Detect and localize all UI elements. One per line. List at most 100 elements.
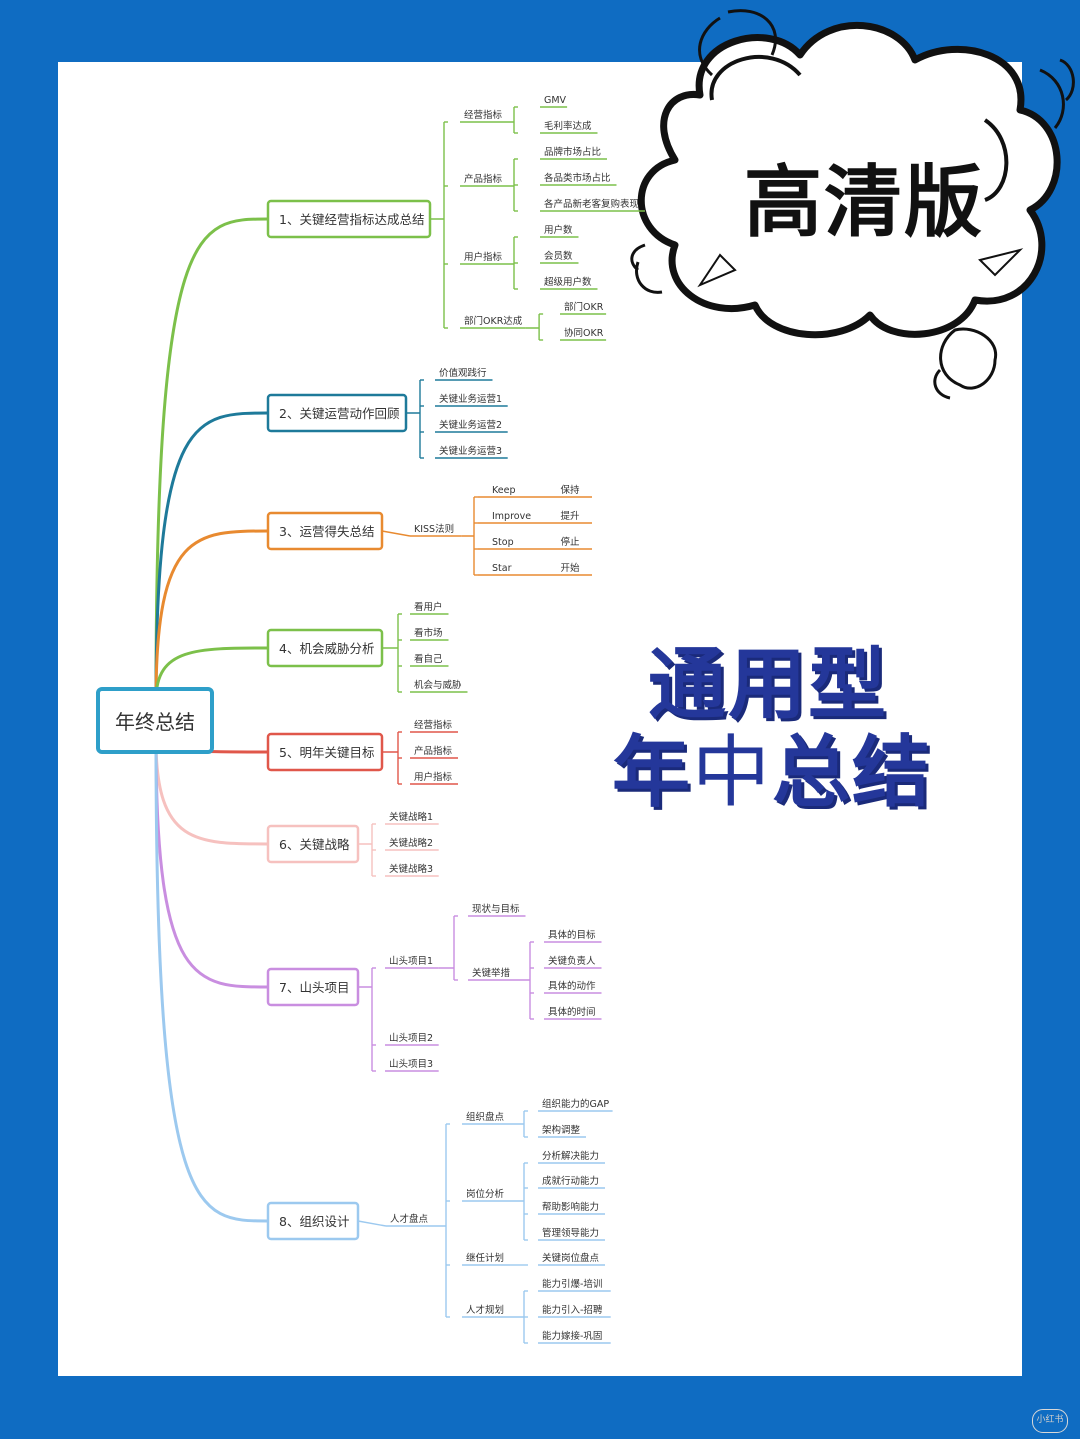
leaf-topic: 能力嫁接-巩固 <box>542 1330 602 1342</box>
branch3-bracket <box>461 497 475 575</box>
leaf-topic: 成就行动能力 <box>542 1175 599 1187</box>
connector <box>357 1220 387 1227</box>
branch8-bracket <box>434 1124 447 1317</box>
branch-label: 2、关键运营动作回顾 <box>279 406 399 421</box>
sub-topic: 关键举措 <box>472 967 511 979</box>
leaf-topic: 产品指标 <box>414 745 453 757</box>
leaf-topic: 具体的目标 <box>548 929 596 941</box>
branch-label: 3、运营得失总结 <box>279 524 374 539</box>
sub-bracket <box>508 107 515 133</box>
leaf-topic: 组织能力的GAP <box>542 1098 609 1110</box>
kiss-meaning: 提升 <box>560 510 580 522</box>
sub-bracket <box>510 1111 525 1137</box>
branch-box <box>266 824 360 864</box>
leaf-topic: 看自己 <box>414 653 443 665</box>
leaf-topic: 用户指标 <box>414 771 453 783</box>
root-node-box <box>96 687 214 754</box>
root-node-label: 年终总结 <box>115 710 195 734</box>
leaf-topic: 关键业务运营3 <box>439 445 502 457</box>
leaf-topic: 管理领导能力 <box>542 1227 599 1239</box>
title-part-b: 中 <box>692 728 773 818</box>
leaf-topic: 关键业务运营1 <box>439 393 502 405</box>
title-part-c: 总结 <box>772 728 933 818</box>
leaf-topic: 价值观践行 <box>439 367 487 379</box>
branch-label: 8、组织设计 <box>279 1214 349 1229</box>
branch-box <box>266 393 408 433</box>
branch-box <box>266 1201 360 1241</box>
leaf-topic: 各品类市场占比 <box>544 172 611 184</box>
leaf-topic: 关键战略3 <box>389 863 433 875</box>
sub-topic: 人才规划 <box>466 1304 504 1316</box>
leaf-topic: 看用户 <box>414 601 443 613</box>
sub-topic: 现状与目标 <box>472 903 520 915</box>
branch6-bracket <box>358 824 373 876</box>
branch-box <box>266 732 384 772</box>
leaf-topic: 协同OKR <box>564 327 604 339</box>
leaf-topic: 具体的时间 <box>548 1006 596 1018</box>
branch-box <box>266 628 384 668</box>
leaf-topic: 各产品新老客复购表现 <box>544 198 640 210</box>
branch1-bracket <box>430 122 445 328</box>
leaf-topic: 机会与威胁 <box>414 679 462 691</box>
leaf-topic: 超级用户数 <box>544 276 592 288</box>
leaf-topic: 关键岗位盘点 <box>542 1252 600 1264</box>
connector <box>381 530 411 537</box>
branch-label: 1、关键经营指标达成总结 <box>279 212 424 227</box>
sub-topic: 继任计划 <box>466 1252 504 1264</box>
sub-bracket <box>516 942 531 1019</box>
branch5-bracket <box>382 732 399 784</box>
leaf-topic: 关键业务运营2 <box>439 419 502 431</box>
branch-label: 4、机会威胁分析 <box>279 641 374 656</box>
sub-topic: 人才盘点 <box>390 1213 429 1225</box>
kiss-term: Improve <box>492 511 531 522</box>
sub-bracket <box>510 1163 525 1240</box>
sub-bracket <box>525 314 540 340</box>
sub-topic: 产品指标 <box>464 173 503 185</box>
leaf-topic: 帮助影响能力 <box>542 1201 599 1213</box>
leaf-topic: 经营指标 <box>414 719 453 731</box>
kiss-term: Keep <box>492 485 515 496</box>
branch-label: 7、山头项目 <box>279 980 349 995</box>
leaf-topic: 部门OKR <box>564 301 604 313</box>
kiss-term: Star <box>492 563 512 574</box>
sub-topic: 山头项目1 <box>389 955 433 967</box>
sub-bracket <box>508 159 515 211</box>
kiss-meaning: 开始 <box>560 562 580 574</box>
branch-label: 6、关键战略 <box>279 837 350 852</box>
leaf-topic: 具体的动作 <box>548 980 596 992</box>
branch-box <box>266 967 360 1007</box>
leaf-topic: 架构调整 <box>542 1124 581 1136</box>
branch-connector <box>154 739 269 989</box>
sub-topic: 岗位分析 <box>466 1188 505 1200</box>
branch-label: 5、明年关键目标 <box>279 745 374 760</box>
sub-bracket <box>510 1291 525 1343</box>
watermark-badge: 小红书 <box>1032 1409 1068 1433</box>
leaf-topic: 能力引爆-培训 <box>542 1278 602 1290</box>
branch-box <box>266 511 384 551</box>
sub-bracket <box>508 237 515 289</box>
cloud-badge-label: 高清版 <box>744 158 985 248</box>
leaf-topic: 能力引入-招聘 <box>542 1304 603 1316</box>
sub-topic: 经营指标 <box>464 109 503 121</box>
leaf-topic: 品牌市场占比 <box>544 146 601 158</box>
branch-connector <box>154 739 269 846</box>
leaf-topic: 看市场 <box>414 627 443 639</box>
branch2-bracket <box>406 380 421 458</box>
kiss-meaning: 保持 <box>560 484 580 496</box>
sub-topic: 用户指标 <box>464 251 503 263</box>
title-part-a: 年 <box>612 728 693 818</box>
sub-topic: KISS法则 <box>414 523 454 535</box>
sub-topic: 部门OKR达成 <box>464 315 523 327</box>
branch7-bracket <box>358 968 373 1071</box>
branch-connector <box>154 411 269 701</box>
kiss-meaning: 停止 <box>560 536 580 548</box>
branch-connector <box>154 646 269 701</box>
branch-connector <box>154 739 269 1223</box>
sub-topic: 山头项目3 <box>389 1058 433 1070</box>
sub-topic: 山头项目2 <box>389 1032 433 1044</box>
branch-connector <box>154 217 269 701</box>
leaf-topic: 关键战略1 <box>389 811 433 823</box>
title-line-2: 年中总结 <box>612 710 932 822</box>
branch-box <box>266 199 432 239</box>
kiss-term: Stop <box>492 537 514 548</box>
